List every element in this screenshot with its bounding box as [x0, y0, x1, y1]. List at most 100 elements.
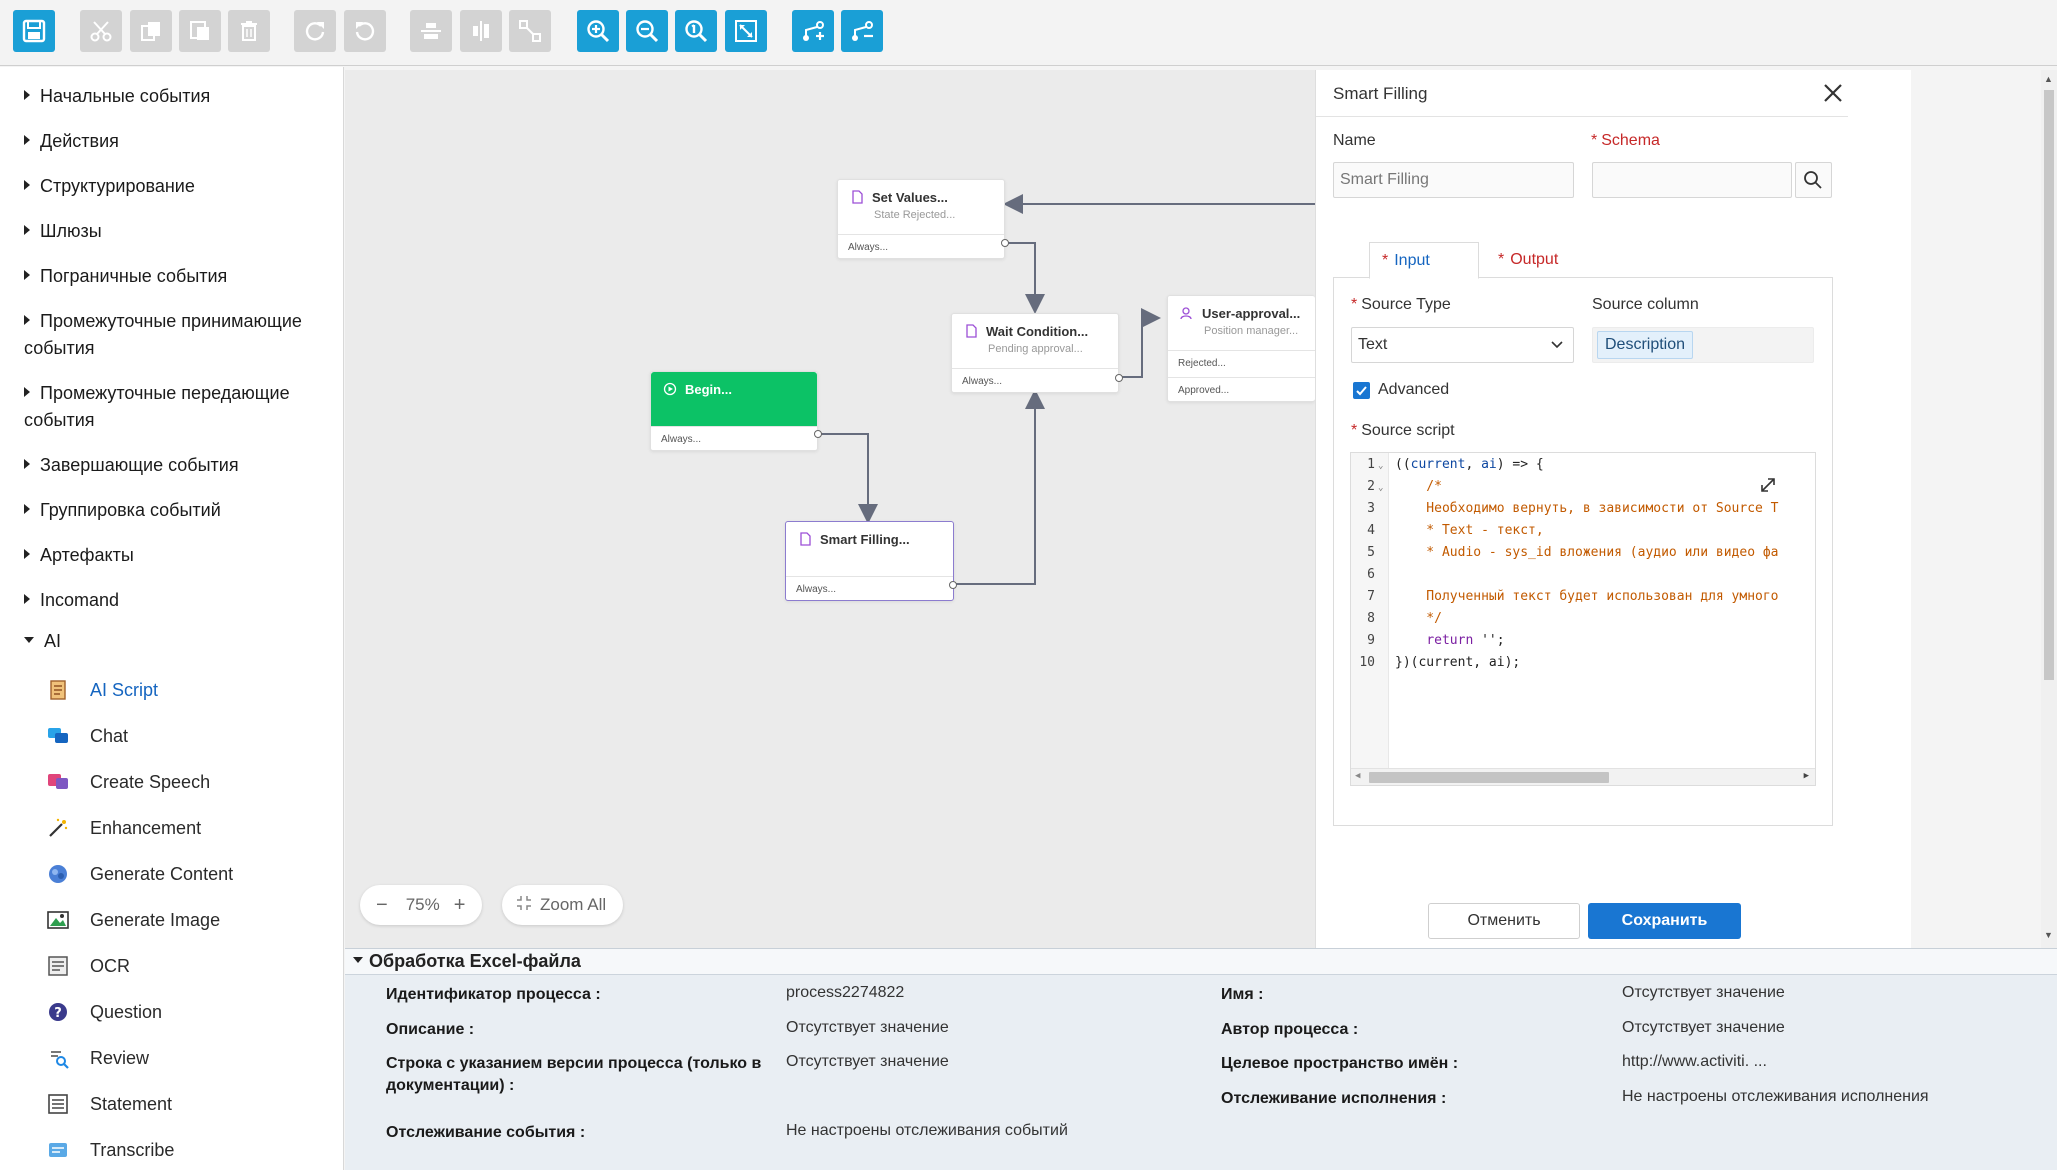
- palette-category[interactable]: Структурирование: [24, 173, 195, 200]
- diagram-canvas[interactable]: Set Values... State Rejected... Always..…: [345, 70, 1315, 948]
- palette-category[interactable]: Промежуточные передающие события: [24, 383, 290, 430]
- palette-category[interactable]: Промежуточные принимающие события: [24, 311, 302, 358]
- zoom-out-button[interactable]: [626, 10, 668, 52]
- zoom-plus-button[interactable]: +: [453, 893, 466, 916]
- copy-button[interactable]: [130, 10, 172, 52]
- resize-button[interactable]: [509, 10, 551, 52]
- palette-item-statement[interactable]: Statement: [44, 1089, 172, 1119]
- property-key: Целевое пространство имён :: [1221, 1055, 1459, 1072]
- schema-input[interactable]: [1592, 162, 1792, 198]
- zoom-actual-button[interactable]: [675, 10, 717, 52]
- fold-arrow-icon[interactable]: ⌄: [1378, 461, 1384, 471]
- floppy-icon: [22, 19, 46, 43]
- palette-item-enhancement[interactable]: Enhancement: [44, 813, 201, 843]
- properties-header[interactable]: Обработка Excel-файла: [345, 949, 2057, 975]
- collapse-arrow-icon: [24, 637, 34, 644]
- expand-arrow-icon: [24, 459, 30, 470]
- output-port[interactable]: [949, 581, 957, 589]
- expand-arrow-icon: [24, 315, 30, 326]
- expand-arrow-icon: [24, 387, 30, 398]
- palette-category[interactable]: Завершающие события: [24, 452, 239, 479]
- palette-category[interactable]: Группировка событий: [24, 497, 221, 524]
- add-connection-button[interactable]: [792, 10, 834, 52]
- scroll-left-icon[interactable]: ◀: [1355, 771, 1361, 781]
- node-set-values[interactable]: Set Values... State Rejected... Always..…: [837, 179, 1009, 259]
- palette-item-ocr[interactable]: OCR: [44, 951, 130, 981]
- property-key: Идентификатор процесса :: [386, 986, 601, 1003]
- source-column-label: Source column: [1592, 296, 1699, 313]
- divider: [1316, 116, 1848, 117]
- source-column-chip[interactable]: Description: [1597, 331, 1694, 359]
- check-icon: [1356, 386, 1367, 396]
- palette-category[interactable]: Артефакты: [24, 542, 134, 569]
- undo-button[interactable]: [344, 10, 386, 52]
- advanced-checkbox[interactable]: [1353, 382, 1370, 399]
- scroll-thumb[interactable]: [1369, 772, 1609, 783]
- palette-item-question[interactable]: ? Question: [44, 997, 162, 1027]
- align-horizontal-button[interactable]: [410, 10, 452, 52]
- scroll-up-icon[interactable]: ▲: [2044, 74, 2053, 84]
- palette-item-review[interactable]: Review: [44, 1043, 149, 1073]
- output-port[interactable]: [1115, 374, 1123, 382]
- palette-category-ai[interactable]: AI: [24, 628, 61, 655]
- palette-category[interactable]: Шлюзы: [24, 218, 102, 245]
- scroll-down-icon[interactable]: ▼: [2044, 930, 2053, 940]
- output-port[interactable]: [1001, 239, 1009, 247]
- property-value: Отсутствует значение: [786, 1019, 949, 1036]
- palette-category[interactable]: Начальные события: [24, 83, 210, 110]
- property-key: Строка с указанием версии процесса (толь…: [386, 1055, 762, 1094]
- cut-button[interactable]: [80, 10, 122, 52]
- zoom-all-button[interactable]: Zoom All: [502, 885, 623, 925]
- scroll-right-icon[interactable]: ▶: [1803, 771, 1809, 781]
- save-button[interactable]: [13, 10, 55, 52]
- schema-search-button[interactable]: [1795, 162, 1832, 198]
- node-user-approval[interactable]: User-approval... Position manager... Rej…: [1167, 295, 1315, 402]
- remove-connection-button[interactable]: [841, 10, 883, 52]
- fit-button[interactable]: [725, 10, 767, 52]
- align-vertical-button[interactable]: [460, 10, 502, 52]
- name-input[interactable]: Smart Filling: [1333, 162, 1574, 198]
- advanced-label: Advanced: [1378, 381, 1450, 398]
- property-value: Не настроены отслеживания событий: [786, 1122, 1068, 1139]
- source-type-label: *Source Type: [1351, 296, 1451, 313]
- property-value: Отсутствует значение: [1622, 1019, 1785, 1036]
- fold-arrow-icon[interactable]: ⌄: [1378, 483, 1384, 493]
- paste-button[interactable]: [179, 10, 221, 52]
- zoom-in-button[interactable]: [577, 10, 619, 52]
- redo-button[interactable]: [294, 10, 336, 52]
- delete-button[interactable]: [228, 10, 270, 52]
- cancel-button[interactable]: Отменить: [1428, 903, 1580, 939]
- zoom-minus-button[interactable]: −: [376, 893, 388, 916]
- palette-item-generate-image[interactable]: Generate Image: [44, 905, 220, 935]
- scroll-thumb[interactable]: [2044, 90, 2054, 680]
- image-icon: [44, 906, 72, 934]
- zoom-out-icon: [636, 20, 659, 43]
- svg-text:?: ?: [54, 1006, 62, 1021]
- code-editor[interactable]: 1 2 3 4 5 6 7 8 9 10 ⌄ ⌄ ((current, ai) …: [1350, 452, 1816, 786]
- close-button[interactable]: [1820, 80, 1846, 106]
- document-icon: [964, 324, 978, 338]
- horizontal-scrollbar[interactable]: ◀ ▶: [1351, 768, 1815, 785]
- palette-category[interactable]: Incomand: [24, 587, 119, 614]
- expand-editor-button[interactable]: [1758, 475, 1778, 499]
- output-port[interactable]: [814, 430, 822, 438]
- connect-add-icon: [803, 21, 824, 41]
- property-value: Отсутствует значение: [1622, 984, 1785, 1001]
- palette-item-chat[interactable]: Chat: [44, 721, 128, 751]
- tab-input[interactable]: *Input: [1369, 242, 1479, 279]
- node-begin[interactable]: Begin... Always...: [650, 371, 822, 451]
- vertical-scrollbar[interactable]: ▲ ▼: [2041, 70, 2057, 948]
- tab-output[interactable]: *Output: [1498, 251, 1559, 268]
- node-wait-condition[interactable]: Wait Condition... Pending approval... Al…: [951, 313, 1123, 393]
- palette-category[interactable]: Пограничные события: [24, 263, 227, 290]
- node-smart-filling[interactable]: Smart Filling... Always...: [785, 521, 957, 601]
- palette-item-transcribe[interactable]: Transcribe: [44, 1135, 174, 1165]
- statement-icon: [44, 1090, 72, 1118]
- palette-category[interactable]: Действия: [24, 128, 119, 155]
- paste-icon: [190, 21, 209, 40]
- palette-item-create-speech[interactable]: Create Speech: [44, 767, 210, 797]
- palette-item-ai-script[interactable]: AI Script: [44, 675, 158, 705]
- source-type-select[interactable]: Text: [1351, 327, 1574, 363]
- palette-item-generate-content[interactable]: Generate Content: [44, 859, 233, 889]
- save-panel-button[interactable]: Сохранить: [1588, 903, 1741, 939]
